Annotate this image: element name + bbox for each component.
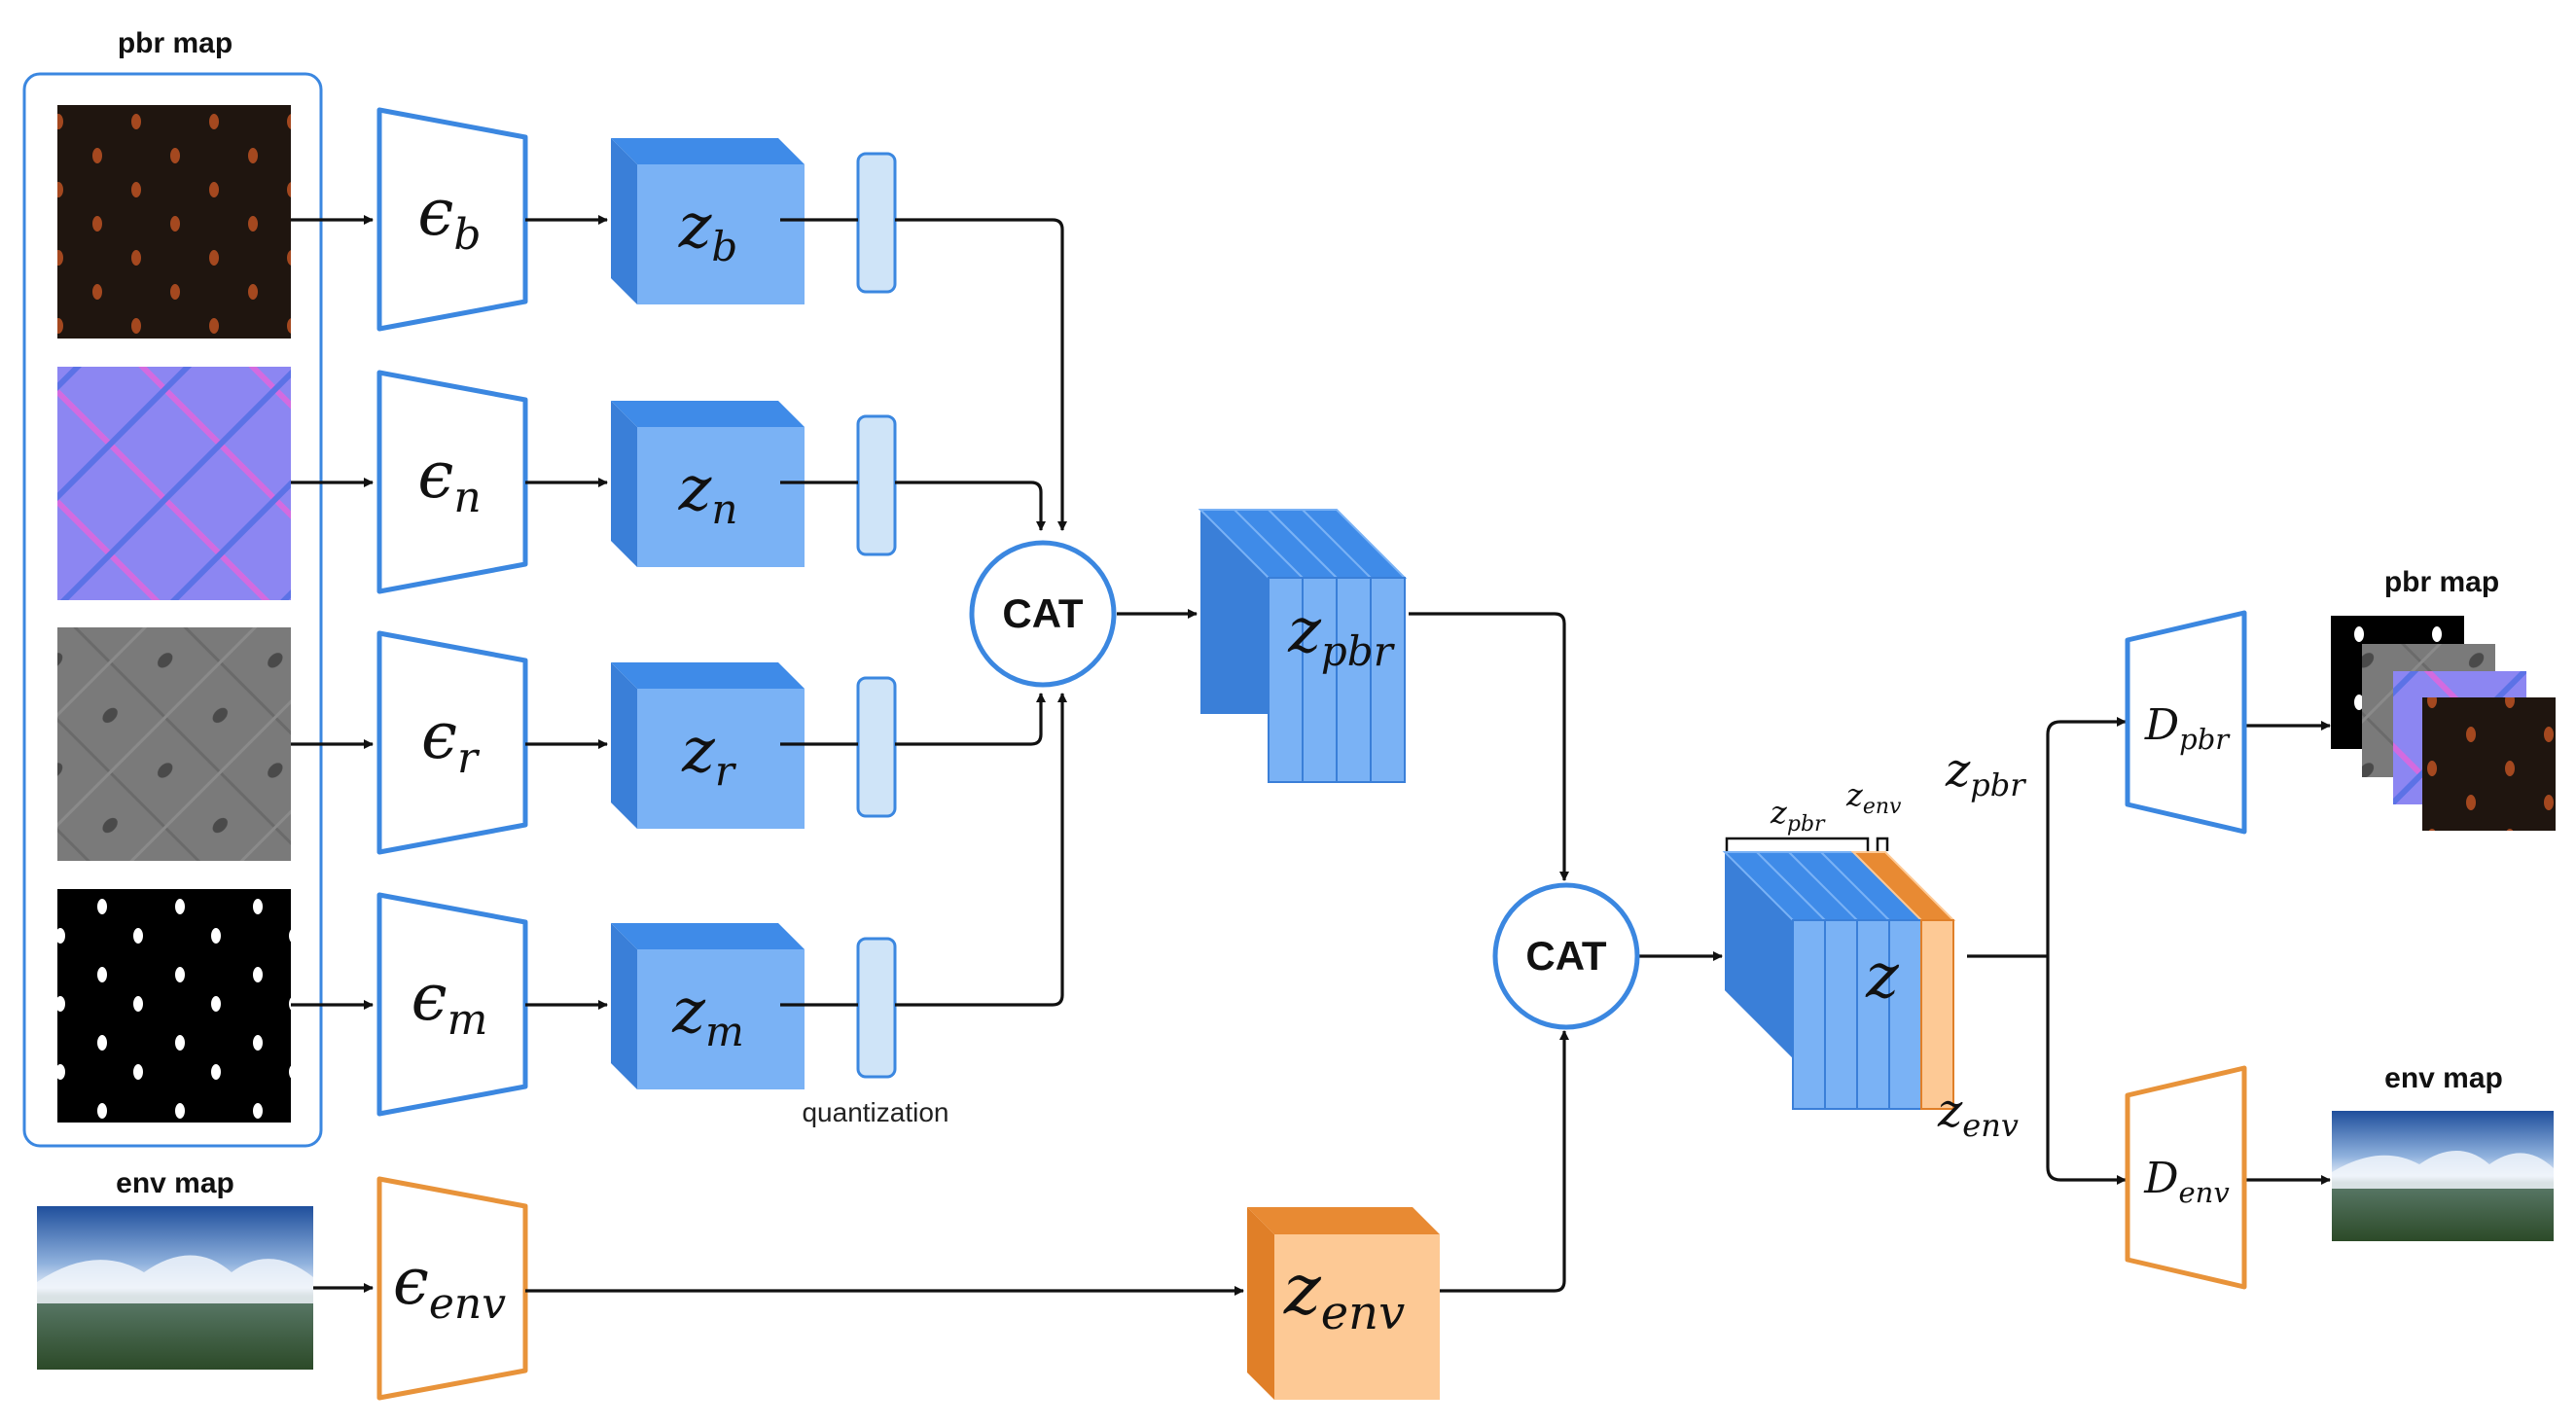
encoder-label-m: ϵm [411, 960, 488, 1045]
quantization-bars [856, 152, 897, 1079]
z-env-block [1247, 1207, 1440, 1400]
z-env-cube: zenv [1247, 1207, 1440, 1400]
quant-bar-m [856, 937, 897, 1079]
pbr-map-output-title: pbr map [2384, 566, 2499, 598]
z-label: z [1865, 941, 1900, 1013]
encoders: ϵb ϵn ϵr ϵm ϵenv [376, 107, 528, 1401]
encoder-label-b: ϵb [417, 175, 481, 260]
pbr-map-input-frame [22, 72, 323, 1148]
encoder-m [376, 892, 528, 1117]
bracket-z-env: zenv [1845, 776, 1902, 819]
branch-z-pbr: zpbr [1945, 743, 2026, 803]
branch-z-env: zenv [1937, 1084, 2019, 1144]
pbr-map-output-stack [2331, 616, 2556, 831]
decoder-label-pbr: Dpbr [2144, 700, 2231, 756]
latent-label-m: zm [671, 976, 744, 1055]
latent-cube-b [611, 138, 805, 304]
cat-node-2: CAT [1492, 882, 1640, 1030]
quant-bar-r [856, 676, 897, 818]
svg-text:CAT: CAT [1525, 933, 1607, 979]
decoder-label-env: Denv [2143, 1154, 2230, 1209]
quant-bar-b [856, 152, 897, 294]
z-combined-stack: z [1722, 851, 1956, 1110]
cat-node-1: CAT [969, 540, 1117, 688]
encoder-env [376, 1176, 528, 1401]
output-basecolor-texture [2422, 697, 2556, 831]
roughness-texture [57, 627, 291, 861]
env-map-input-title: env map [116, 1167, 234, 1199]
z-env-label: zenv [1283, 1248, 1405, 1340]
decoder-pbr [2125, 610, 2247, 835]
latent-cube-n [611, 401, 805, 567]
normal-texture [57, 367, 291, 600]
encoder-r [376, 630, 528, 855]
bracket-z-pbr: zpbr [1770, 794, 1826, 837]
encoder-n [376, 370, 528, 594]
latent-cube-r [611, 662, 805, 829]
connectors [291, 215, 2331, 1296]
latent-label-b: zb [678, 191, 738, 270]
encoder-b [376, 107, 528, 332]
svg-text:CAT: CAT [1002, 590, 1084, 636]
latent-label-r: zr [681, 715, 737, 795]
latent-cubes: zb zn zr zm [611, 138, 805, 1089]
latent-cube-m [611, 923, 805, 1089]
metallic-texture [57, 889, 291, 1123]
basecolor-texture [57, 105, 291, 339]
decoder-env [2125, 1065, 2247, 1290]
env-map-output-image [2332, 1111, 2554, 1241]
quantization-label: quantization [802, 1097, 948, 1127]
env-map-output-title: env map [2384, 1062, 2503, 1094]
pbr-map-input-title: pbr map [118, 27, 233, 59]
z-bracket-labels: zpbr zenv [1725, 776, 1902, 851]
z-pbr-stack: zpbr [1198, 509, 1408, 783]
encoder-label-n: ϵn [417, 438, 481, 522]
encoder-label-r: ϵr [421, 698, 481, 783]
encoder-label-env: ϵenv [393, 1244, 506, 1329]
quant-bar-n [856, 414, 897, 556]
latent-label-n: zn [678, 453, 738, 533]
z-pbr-label: zpbr [1287, 595, 1395, 675]
